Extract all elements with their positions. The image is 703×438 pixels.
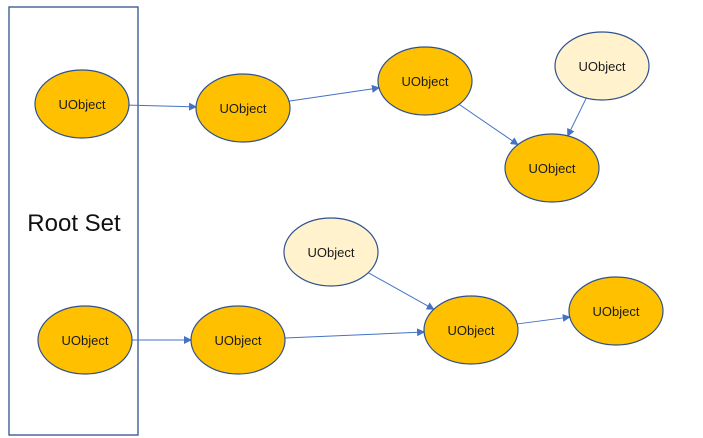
edge-u1-to-a3 bbox=[567, 97, 587, 137]
node-label: UObject bbox=[593, 304, 640, 319]
node-ellipse bbox=[195, 73, 291, 143]
uobject-node-b1: UObject bbox=[190, 305, 286, 375]
node-ellipse bbox=[377, 46, 473, 116]
node-label: UObject bbox=[402, 74, 449, 89]
node-ellipse bbox=[423, 295, 519, 365]
uobject-node-u1: UObject bbox=[554, 31, 650, 101]
uobject-node-r1: UObject bbox=[34, 69, 130, 139]
node-ellipse bbox=[504, 133, 600, 203]
uobject-node-a3: UObject bbox=[504, 133, 600, 203]
edge-b1-to-b2 bbox=[284, 328, 426, 339]
node-ellipse bbox=[283, 217, 379, 287]
uobject-node-b3: UObject bbox=[568, 276, 664, 346]
uobject-node-u2: UObject bbox=[283, 217, 379, 287]
uobject-node-b2: UObject bbox=[423, 295, 519, 365]
node-ellipse bbox=[568, 276, 664, 346]
node-label: UObject bbox=[59, 97, 106, 112]
root-set-label: Root Set bbox=[27, 210, 121, 237]
node-label: UObject bbox=[579, 59, 626, 74]
uobject-node-a1: UObject bbox=[195, 73, 291, 143]
node-ellipse bbox=[37, 305, 133, 375]
node-ellipse bbox=[34, 69, 130, 139]
uobject-node-a2: UObject bbox=[377, 46, 473, 116]
edge-a2-to-a3 bbox=[458, 103, 519, 146]
node-label: UObject bbox=[215, 333, 262, 348]
node-label: UObject bbox=[448, 323, 495, 338]
edge-a1-to-a2 bbox=[288, 84, 380, 102]
edge-u2-to-b2 bbox=[367, 272, 435, 310]
node-label: UObject bbox=[308, 245, 355, 260]
uobject-node-r2: UObject bbox=[37, 305, 133, 375]
root-set-box bbox=[8, 6, 139, 436]
edges-layer bbox=[128, 84, 587, 344]
edge-b2-to-b3 bbox=[517, 314, 571, 325]
node-ellipse bbox=[190, 305, 286, 375]
node-ellipse bbox=[554, 31, 650, 101]
node-label: UObject bbox=[220, 101, 267, 116]
edge-r1-to-a1 bbox=[128, 102, 198, 111]
node-label: UObject bbox=[529, 161, 576, 176]
node-label: UObject bbox=[62, 333, 109, 348]
